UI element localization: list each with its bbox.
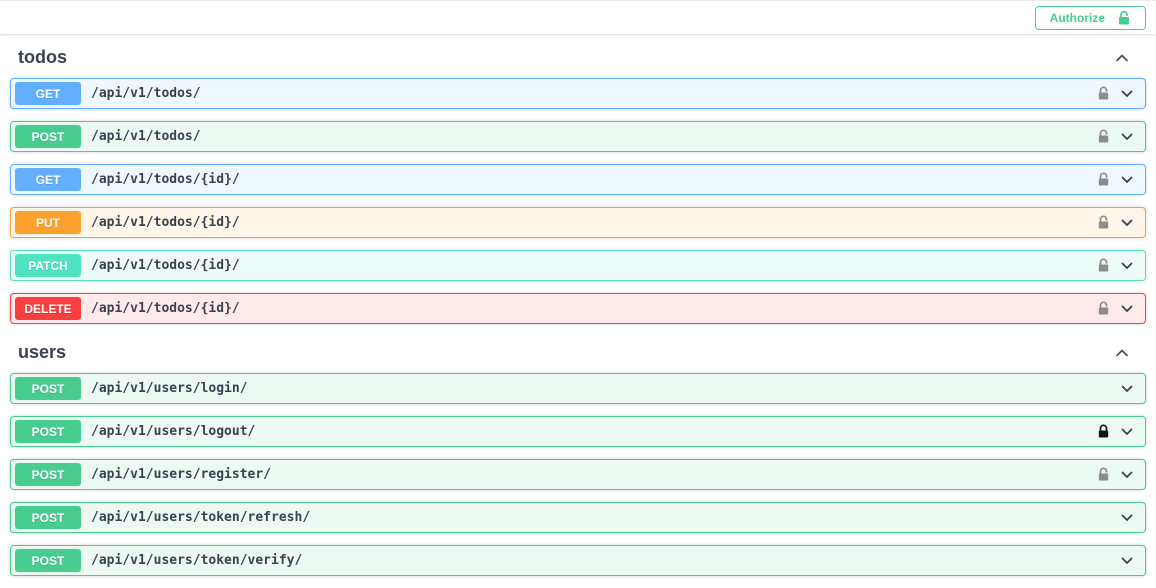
- endpoint-path: /api/v1/todos/: [91, 86, 201, 101]
- operation-row[interactable]: POST /api/v1/users/logout/: [10, 416, 1146, 447]
- row-controls: [1096, 83, 1141, 105]
- endpoint-path: /api/v1/todos/{id}/: [91, 215, 240, 230]
- scheme-bar: Authorize: [0, 0, 1156, 34]
- method-badge: PUT: [15, 211, 81, 234]
- row-controls: [1096, 298, 1141, 320]
- padlock-icon[interactable]: [1096, 85, 1111, 102]
- tag-title: todos: [18, 47, 67, 67]
- chevron-down-icon[interactable]: [1116, 550, 1138, 572]
- endpoint-path: /api/v1/todos/{id}/: [91, 172, 240, 187]
- method-badge: GET: [15, 168, 81, 191]
- method-badge: GET: [15, 82, 81, 105]
- endpoint-path: /api/v1/users/register/: [91, 467, 272, 482]
- authorize-label: Authorize: [1049, 10, 1105, 25]
- method-badge: POST: [15, 125, 81, 148]
- row-controls: [1096, 421, 1141, 443]
- endpoint-path: /api/v1/users/logout/: [91, 424, 256, 439]
- row-controls: [1096, 255, 1141, 277]
- unlock-icon: [1117, 10, 1131, 26]
- method-badge: DELETE: [15, 297, 81, 320]
- chevron-down-icon[interactable]: [1116, 507, 1138, 529]
- endpoint-path: /api/v1/todos/{id}/: [91, 258, 240, 273]
- padlock-icon[interactable]: [1096, 423, 1111, 440]
- chevron-down-icon[interactable]: [1116, 255, 1138, 277]
- row-controls: [1096, 126, 1141, 148]
- row-controls: [1111, 378, 1141, 400]
- method-badge: PATCH: [15, 254, 81, 277]
- chevron-up-icon[interactable]: [1112, 343, 1132, 363]
- endpoint-path: /api/v1/users/login/: [91, 381, 248, 396]
- operation-row[interactable]: GET /api/v1/todos/: [10, 78, 1146, 109]
- method-badge: POST: [15, 549, 81, 572]
- padlock-icon[interactable]: [1096, 300, 1111, 317]
- operation-row[interactable]: POST /api/v1/users/token/verify/: [10, 545, 1146, 576]
- method-badge: POST: [15, 377, 81, 400]
- tag-section-users: users POST /api/v1/users/login/: [10, 336, 1146, 576]
- method-badge: POST: [15, 420, 81, 443]
- operation-row[interactable]: POST /api/v1/todos/: [10, 121, 1146, 152]
- tag-title: users: [18, 342, 67, 362]
- padlock-icon[interactable]: [1096, 214, 1111, 231]
- operation-row[interactable]: PATCH /api/v1/todos/{id}/: [10, 250, 1146, 281]
- chevron-down-icon[interactable]: [1116, 421, 1138, 443]
- operation-row[interactable]: POST /api/v1/users/login/: [10, 373, 1146, 404]
- tag-section-header[interactable]: todos: [10, 41, 1146, 78]
- tag-section-header[interactable]: users: [10, 336, 1146, 373]
- padlock-icon[interactable]: [1096, 257, 1111, 274]
- operation-row[interactable]: DELETE /api/v1/todos/{id}/: [10, 293, 1146, 324]
- authorize-button[interactable]: Authorize: [1034, 5, 1146, 30]
- endpoint-path: /api/v1/users/token/verify/: [91, 553, 303, 568]
- chevron-down-icon[interactable]: [1116, 298, 1138, 320]
- chevron-up-icon[interactable]: [1112, 48, 1132, 68]
- row-controls: [1096, 169, 1141, 191]
- operations-list: todos GET /api/v1/todos/: [0, 41, 1156, 576]
- endpoint-path: /api/v1/todos/: [91, 129, 201, 144]
- endpoint-path: /api/v1/todos/{id}/: [91, 301, 240, 316]
- padlock-icon[interactable]: [1096, 171, 1111, 188]
- operation-row[interactable]: POST /api/v1/users/token/refresh/: [10, 502, 1146, 533]
- padlock-icon[interactable]: [1096, 466, 1111, 483]
- operation-row[interactable]: POST /api/v1/users/register/: [10, 459, 1146, 490]
- chevron-down-icon[interactable]: [1116, 169, 1138, 191]
- chevron-down-icon[interactable]: [1116, 126, 1138, 148]
- row-controls: [1111, 507, 1141, 529]
- tag-section-todos: todos GET /api/v1/todos/: [10, 41, 1146, 324]
- row-controls: [1111, 550, 1141, 572]
- method-badge: POST: [15, 463, 81, 486]
- padlock-icon[interactable]: [1096, 128, 1111, 145]
- row-controls: [1096, 212, 1141, 234]
- operation-row[interactable]: GET /api/v1/todos/{id}/: [10, 164, 1146, 195]
- operation-row[interactable]: PUT /api/v1/todos/{id}/: [10, 207, 1146, 238]
- method-badge: POST: [15, 506, 81, 529]
- row-controls: [1096, 464, 1141, 486]
- chevron-down-icon[interactable]: [1116, 212, 1138, 234]
- chevron-down-icon[interactable]: [1116, 83, 1138, 105]
- endpoint-path: /api/v1/users/token/refresh/: [91, 510, 311, 525]
- chevron-down-icon[interactable]: [1116, 378, 1138, 400]
- chevron-down-icon[interactable]: [1116, 464, 1138, 486]
